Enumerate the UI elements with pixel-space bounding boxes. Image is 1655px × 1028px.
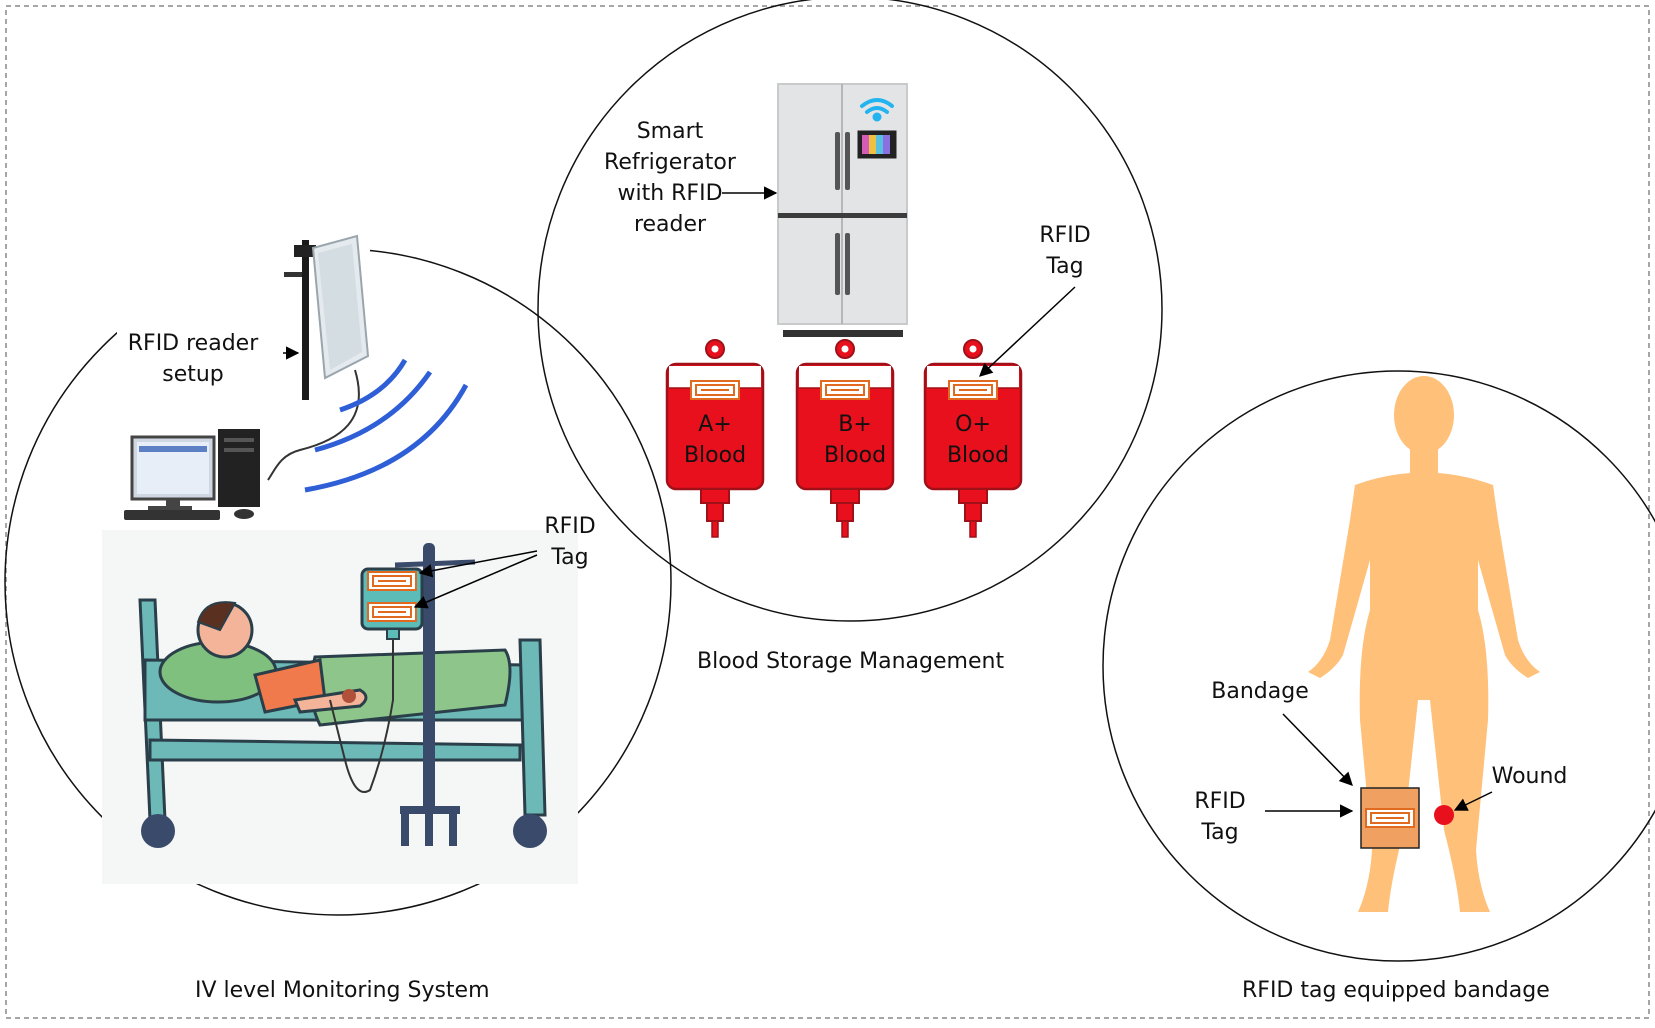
patient-bed-image [102,530,578,884]
blood-bag-a-type: A+ [698,412,731,437]
blood-bag-a: A+ Blood [665,338,765,539]
reader-setup-label: RFID reader setup [118,328,268,390]
blood-bag-b-word: Blood [824,443,886,468]
bandage-section-circle [1102,370,1655,962]
arrows [283,186,1493,818]
bandage-label: Bandage [1211,679,1309,704]
bandage-icon [1360,787,1420,849]
reader-setup-label-line1: RFID reader [127,331,259,356]
blood-tag-label-line2: Tag [1046,254,1084,279]
blood-bag-a-word: Blood [684,443,746,468]
blood-tag-label: RFID Tag [1030,220,1100,282]
wifi-icon [860,98,894,122]
blood-caption: Blood Storage Management [697,649,1005,674]
bandage-caption: RFID tag equipped bandage [1242,978,1550,1003]
iv-tag-label-line2: Tag [551,545,589,570]
reader-setup-label-line2: setup [162,362,224,387]
refrigerator-icon [777,83,908,337]
iv-tag-label-line1: RFID [544,514,596,539]
blood-bag-o: O+ Blood [923,338,1023,539]
blood-section-circle [537,0,1163,622]
rfid-reader-panel-icon [311,234,370,380]
blood-bag-b: B+ Blood [795,338,895,539]
bandage-tag-label: RFID Tag [1180,786,1260,848]
iv-stand-icon [394,543,476,846]
iv-bag-icon [360,567,424,640]
iv-caption: IV level Monitoring System [195,978,490,1003]
blood-tag-label-line1: RFID [1039,223,1091,248]
blood-bag-o-type: O+ [955,412,991,437]
wound-label: Wound [1491,764,1568,789]
bandage-tag-label-line2: Tag [1201,820,1239,845]
rfid-waves [304,358,469,493]
rfid-reader-setup-image [117,228,469,526]
bandage-tag-label-line1: RFID [1194,789,1246,814]
blood-bag-o-word: Blood [947,443,1009,468]
human-body-icon [1308,376,1540,912]
dashed-border [5,5,1650,1019]
fridge-label-line4: reader [633,212,707,237]
fridge-label-line3: with RFID [617,181,723,206]
fridge-label-line2: Refrigerator [604,150,736,175]
computer-icon [124,429,260,520]
wound-mark [1434,805,1454,825]
iv-tag-label: RFID Tag [535,511,605,573]
fridge-label-line1: Smart [636,119,704,144]
fridge-label: Smart Refrigerator with RFID reader [600,116,740,240]
blood-bag-b-type: B+ [838,412,872,437]
